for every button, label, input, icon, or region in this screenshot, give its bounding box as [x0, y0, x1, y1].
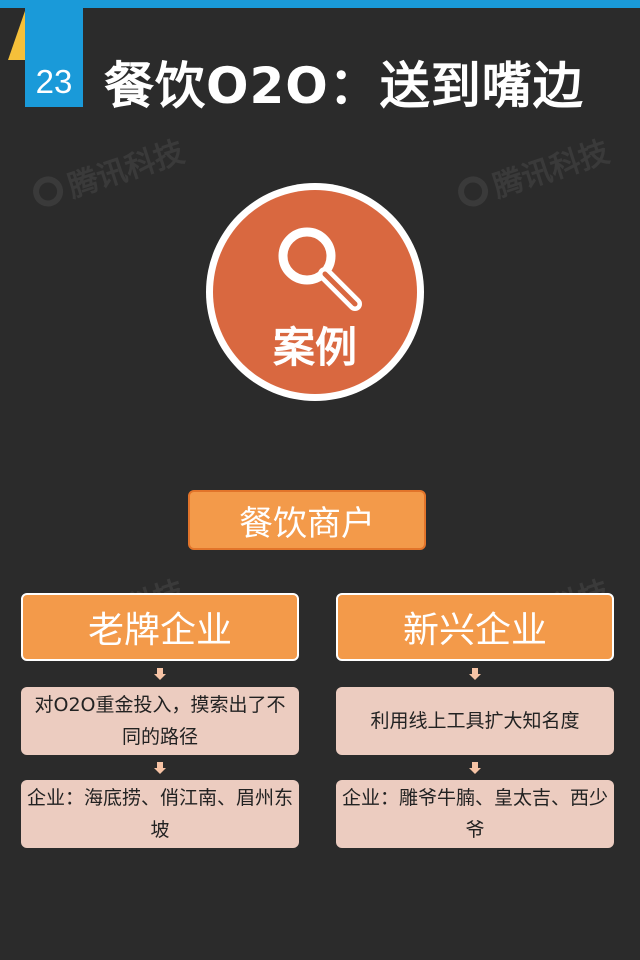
branch-veteran: 老牌企业 [21, 593, 299, 661]
magnifier-icon [278, 227, 362, 311]
info-card: 企业：海底捞、俏江南、眉州东坡 [21, 780, 299, 848]
root-node: 餐饮商户 [188, 490, 426, 550]
case-badge: 案例 [206, 183, 424, 401]
info-card: 利用线上工具扩大知名度 [336, 687, 614, 755]
page-number: 23 [35, 63, 73, 100]
info-card: 对O2O重金投入，摸索出了不同的路径 [21, 687, 299, 755]
info-card: 企业：雕爷牛腩、皇太吉、西少爷 [336, 780, 614, 848]
watermark-logo-icon [29, 172, 67, 211]
card-text: 利用线上工具扩大知名度 [370, 710, 580, 732]
case-badge-inner: 案例 [213, 190, 417, 394]
branch-label: 老牌企业 [87, 610, 232, 651]
watermark-text: 腾讯科技 [63, 134, 189, 205]
top-accent-bar [0, 0, 640, 8]
card-text: 企业：雕爷牛腩、皇太吉、西少爷 [342, 787, 609, 841]
watermark-text: 腾讯科技 [488, 134, 614, 205]
corner-decoration [8, 8, 26, 60]
card-text: 对O2O重金投入，摸索出了不同的路径 [34, 694, 286, 748]
card-text: 企业：海底捞、俏江南、眉州东坡 [27, 787, 294, 841]
root-label: 餐饮商户 [239, 503, 375, 544]
branch-label: 新兴企业 [402, 610, 547, 651]
watermark: 腾讯科技 [452, 127, 614, 217]
page-number-tab: 23 [25, 0, 83, 107]
watermark-logo-icon [454, 172, 492, 211]
branch-emerging: 新兴企业 [336, 593, 614, 661]
case-label: 案例 [272, 323, 357, 372]
page-title: 餐饮O2O：送到嘴边 [104, 57, 584, 115]
watermark: 腾讯科技 [27, 127, 189, 217]
